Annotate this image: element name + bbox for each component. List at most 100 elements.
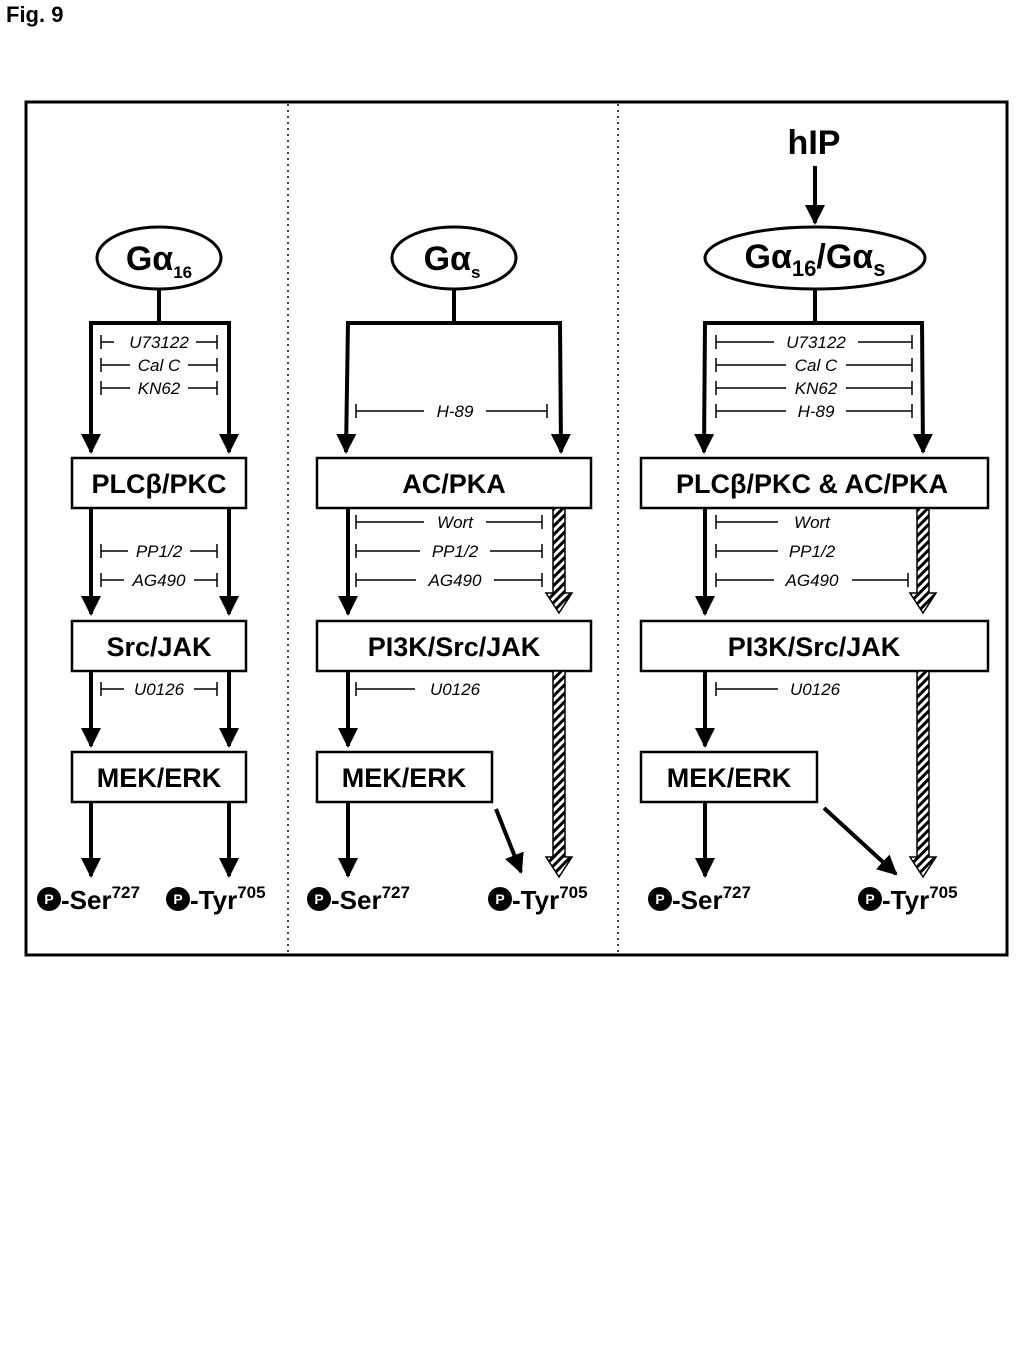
svg-text:AG490: AG490 <box>132 571 186 590</box>
output-ptyr705: P -Tyr705 <box>488 883 588 915</box>
inhibitor: AG490 <box>715 570 909 590</box>
inhibitor: U0126 <box>715 680 841 699</box>
output-ptyr705: P -Tyr705 <box>166 883 266 915</box>
inhibitor: PP1/2 <box>355 541 543 561</box>
svg-text:P: P <box>44 891 53 907</box>
svg-text:Cal C: Cal C <box>138 356 181 375</box>
svg-text:U0126: U0126 <box>790 680 841 699</box>
figure-label: Fig. 9 <box>6 2 64 27</box>
inhibitor: U73122 <box>100 332 218 352</box>
pathway-box-label: PI3K/Src/JAK <box>368 632 541 662</box>
phospho-icon <box>488 887 512 911</box>
inhibitor: Cal C <box>100 355 218 375</box>
output-pser727: P -Ser727 <box>37 883 140 915</box>
pathway-box-label: Src/JAK <box>106 632 212 662</box>
arrow <box>822 806 898 876</box>
inhibitor: Cal C <box>715 355 913 375</box>
inhibitor: AG490 <box>355 570 543 590</box>
pathway-box <box>639 750 819 804</box>
svg-text:P: P <box>495 891 504 907</box>
svg-text:KN62: KN62 <box>138 379 181 398</box>
svg-text:-Ser727: -Ser727 <box>331 883 410 915</box>
phospho-icon <box>166 887 190 911</box>
svg-text:H-89: H-89 <box>437 402 474 421</box>
arrow <box>912 320 933 454</box>
pathway-box <box>70 750 248 804</box>
svg-text:-Tyr705: -Tyr705 <box>512 883 588 915</box>
figure-frame <box>24 100 1009 957</box>
output-pser727: P -Ser727 <box>648 883 751 915</box>
svg-text:U73122: U73122 <box>129 333 189 352</box>
svg-text:PP1/2: PP1/2 <box>136 542 183 561</box>
svg-text:P: P <box>314 891 323 907</box>
svg-text:U73122: U73122 <box>786 333 846 352</box>
receptor-label: Gα16 <box>126 240 192 282</box>
panel-galpha16: Gα16 U73122 Cal C KN62 PLCβ/PKC PP1/ <box>37 225 266 915</box>
phospho-icon <box>648 887 672 911</box>
hatched-arrow <box>544 507 574 615</box>
svg-text:Wort: Wort <box>794 513 831 532</box>
inhibitor: U0126 <box>355 680 481 699</box>
pathway-box-label: PLCβ/PKC & AC/PKA <box>676 469 948 499</box>
arrow <box>494 808 524 874</box>
inhibitor: Wort <box>355 512 543 532</box>
svg-text:-Tyr705: -Tyr705 <box>190 883 266 915</box>
phospho-icon <box>858 887 882 911</box>
inhibitor: KN62 <box>100 378 218 398</box>
arrow <box>336 320 357 454</box>
svg-text:-Ser727: -Ser727 <box>672 883 751 915</box>
pathway-box-label: MEK/ERK <box>97 763 222 793</box>
pathway-box <box>639 619 990 673</box>
receptor-label: Gα16/Gαs <box>745 238 886 281</box>
hatched-arrow <box>908 670 938 879</box>
svg-text:PP1/2: PP1/2 <box>789 542 836 561</box>
pathway-box-label: MEK/ERK <box>342 763 467 793</box>
pathway-box-label: PI3K/Src/JAK <box>728 632 901 662</box>
pathway-box <box>315 750 494 804</box>
panel-galphas: Gαs H-89 AC/PKA Wort PP1/2 AG490 <box>307 225 593 915</box>
arrow <box>694 320 715 454</box>
svg-text:PP1/2: PP1/2 <box>432 542 479 561</box>
inhibitor: PP1/2 <box>100 541 218 561</box>
svg-text:AG490: AG490 <box>428 571 482 590</box>
svg-text:Cal C: Cal C <box>795 356 838 375</box>
pathway-box-label: PLCβ/PKC <box>92 469 227 499</box>
svg-text:U0126: U0126 <box>430 680 481 699</box>
svg-text:-Tyr705: -Tyr705 <box>882 883 958 915</box>
phospho-icon <box>37 887 61 911</box>
inhibitor: PP1/2 <box>715 542 836 561</box>
inhibitor: U73122 <box>715 332 913 352</box>
pathway-box <box>70 619 248 673</box>
pathway-box <box>70 456 248 510</box>
svg-text:Wort: Wort <box>437 513 474 532</box>
hip-label: hIP <box>788 124 841 162</box>
svg-text:U0126: U0126 <box>134 680 185 699</box>
svg-text:P: P <box>173 891 182 907</box>
pathway-box-label: MEK/ERK <box>667 763 792 793</box>
inhibitor: Wort <box>715 513 831 532</box>
svg-text:AG490: AG490 <box>785 571 839 590</box>
svg-text:KN62: KN62 <box>795 379 838 398</box>
pathway-box <box>639 456 990 510</box>
svg-text:P: P <box>865 891 874 907</box>
output-pser727: P -Ser727 <box>307 883 410 915</box>
output-ptyr705: P -Tyr705 <box>858 883 958 915</box>
pathway-box-label: AC/PKA <box>402 469 506 499</box>
inhibitor: H-89 <box>715 401 913 421</box>
inhibitor: U0126 <box>100 679 218 699</box>
svg-text:H-89: H-89 <box>798 402 835 421</box>
phospho-icon <box>307 887 331 911</box>
pathway-box <box>315 456 593 510</box>
hatched-arrow <box>908 507 938 615</box>
panel-hip: hIP Gα16/Gαs U73122 Cal C KN62 H-89 <box>639 124 990 915</box>
arrow <box>550 320 571 454</box>
pathway-box <box>315 619 593 673</box>
inhibitor: H-89 <box>355 401 548 421</box>
svg-text:P: P <box>655 891 664 907</box>
inhibitor: AG490 <box>100 570 218 590</box>
hatched-arrow <box>544 670 574 879</box>
receptor-label: Gαs <box>424 240 481 282</box>
svg-text:-Ser727: -Ser727 <box>61 883 140 915</box>
inhibitor: KN62 <box>715 378 913 398</box>
